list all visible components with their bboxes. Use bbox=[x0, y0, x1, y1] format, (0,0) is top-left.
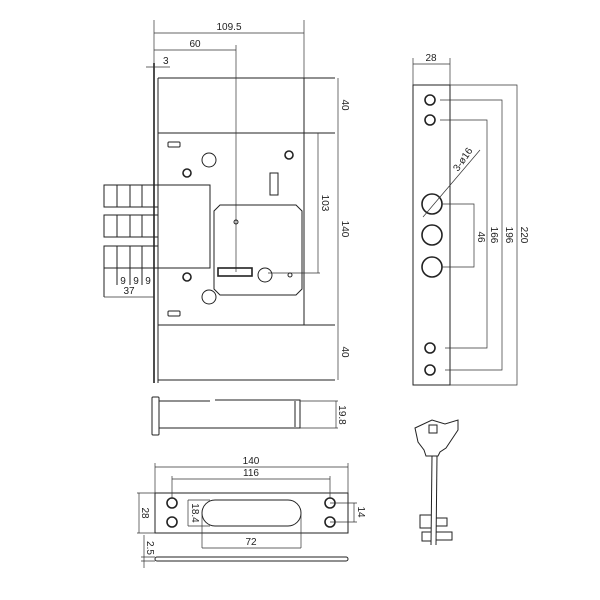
strike-plate: 140 116 18.4 72 28 14 2.5 bbox=[137, 456, 366, 568]
key-bow-hole bbox=[428, 424, 438, 434]
dim-inner-screw-spacing: 166 bbox=[488, 227, 499, 244]
dim-overall-width: 109.5 bbox=[216, 22, 241, 33]
bolt-hole bbox=[421, 256, 443, 278]
mounting-hole bbox=[201, 152, 217, 168]
dim-slot-height: 18.4 bbox=[189, 503, 200, 523]
dim-line bbox=[442, 203, 475, 268]
bolt-hole bbox=[421, 224, 443, 246]
dim-bolt-pitch: 9 bbox=[120, 276, 126, 287]
dim-line bbox=[201, 513, 302, 549]
dim-bottom-margin: 40 bbox=[339, 346, 350, 358]
key-bow bbox=[414, 419, 459, 457]
bolt-housing bbox=[157, 184, 211, 269]
dim-line bbox=[440, 119, 488, 349]
dim-strike-width: 28 bbox=[139, 507, 150, 519]
mounting-hole bbox=[201, 289, 217, 305]
dim-line bbox=[154, 463, 349, 493]
dim-line bbox=[330, 502, 357, 523]
leader-line bbox=[422, 149, 481, 218]
screw-hole bbox=[166, 516, 178, 528]
screw bbox=[424, 342, 436, 354]
dim-bolt-throw: 37 bbox=[123, 286, 135, 297]
latch-slot bbox=[269, 172, 279, 196]
bolt-flange bbox=[151, 396, 160, 436]
lock-case bbox=[157, 132, 305, 326]
screw bbox=[424, 364, 436, 376]
key-shaft bbox=[435, 455, 438, 546]
deadbolt bbox=[103, 184, 159, 208]
dim-cylinder-height: 103 bbox=[319, 195, 330, 212]
key-shaft bbox=[430, 455, 433, 546]
dim-top-margin: 40 bbox=[339, 99, 350, 111]
dim-screw-spacing: 116 bbox=[243, 468, 259, 479]
dim-strike-thickness: 2.5 bbox=[144, 541, 155, 555]
dim-line bbox=[137, 492, 155, 534]
faceplate bbox=[412, 84, 451, 386]
strike-plate-edge bbox=[154, 556, 349, 562]
side-view: 28 220 196 166 46 3-ø16 bbox=[412, 53, 529, 386]
dim-line bbox=[141, 535, 155, 568]
key-icon bbox=[414, 419, 459, 546]
deadbolt-divisions bbox=[103, 185, 143, 297]
front-view: 109.5 60 3 40 140 40 103 9 9 9 37 bbox=[103, 20, 350, 383]
screw-hole bbox=[284, 150, 294, 160]
dim-key-offset: 60 bbox=[189, 39, 201, 50]
bolt-slot bbox=[201, 499, 302, 527]
bolt-top-view: 19.8 bbox=[151, 396, 347, 436]
screw bbox=[424, 114, 436, 126]
dim-strike-length: 140 bbox=[243, 456, 260, 467]
spindle-hole bbox=[257, 267, 273, 283]
screw-hole bbox=[182, 272, 192, 282]
strike-plate-body bbox=[154, 492, 349, 534]
dim-bolt-spacing: 46 bbox=[475, 231, 486, 243]
screw-hole bbox=[182, 168, 192, 178]
bolt-body bbox=[159, 399, 301, 429]
dim-bolt-height: 19.8 bbox=[336, 405, 347, 425]
dim-faceplate-width: 28 bbox=[425, 53, 437, 64]
pin-hole bbox=[233, 219, 239, 225]
key-bits bbox=[419, 514, 453, 542]
screw bbox=[424, 94, 436, 106]
dim-line bbox=[440, 99, 503, 371]
dim-screw-row-spacing: 14 bbox=[355, 506, 366, 518]
bolt-hole bbox=[421, 193, 443, 215]
slot bbox=[167, 310, 181, 317]
deadbolt bbox=[103, 214, 159, 238]
dim-bolt-pitch: 9 bbox=[145, 276, 151, 287]
keyhole-slot bbox=[217, 267, 253, 277]
dim-slot-length: 72 bbox=[245, 537, 257, 548]
pin-hole bbox=[287, 272, 293, 278]
dim-bolt-pitch: 9 bbox=[133, 276, 139, 287]
dim-outer-screw-spacing: 196 bbox=[503, 227, 514, 244]
slot bbox=[167, 141, 181, 148]
dim-line bbox=[300, 400, 338, 429]
screw-hole bbox=[166, 497, 178, 509]
dim-case-height: 140 bbox=[339, 221, 350, 238]
dim-faceplate-thickness: 3 bbox=[163, 56, 169, 67]
deadbolt bbox=[103, 245, 159, 269]
dim-line bbox=[450, 84, 518, 386]
dim-line bbox=[187, 499, 210, 527]
dim-line bbox=[171, 476, 331, 498]
dim-total-length: 220 bbox=[518, 227, 529, 244]
cylinder-plate bbox=[213, 204, 303, 296]
